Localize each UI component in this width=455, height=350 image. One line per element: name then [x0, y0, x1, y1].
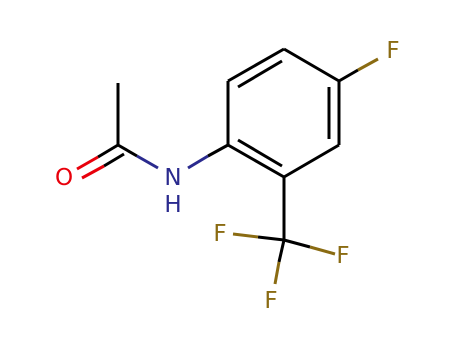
atom-label-fluorine-cf3-right: F — [336, 243, 349, 269]
bond-carbonyl-o-1 — [97, 143, 119, 159]
bond-c4-f-black — [338, 68, 359, 83]
atom-label-fluorine-cf3-bottom: F — [264, 288, 277, 314]
bond-n-ring-black — [207, 143, 229, 158]
bond-carbonyl-o-2 — [103, 152, 125, 168]
bond-ring-c2-c3 — [227, 47, 285, 83]
bond-ring-c5-c6 — [283, 143, 340, 179]
bond-ring-c3-c4 — [283, 47, 340, 83]
bond-ring-inner-3 — [237, 138, 283, 168]
bond-carbonyl-o-2-red — [81, 164, 105, 180]
atom-label-fluorine-ring: F — [386, 38, 399, 64]
atom-label-fluorine-cf3-left: F — [213, 221, 226, 247]
bond-ring-inner-1 — [237, 59, 283, 89]
atom-label-oxygen: O — [55, 165, 73, 191]
bond-cf3-f-right-black — [283, 238, 311, 249]
atom-label-nitrogen: N — [164, 165, 181, 191]
bond-cf3-f-left-black — [257, 235, 285, 242]
bond-cf3-f-bottom-black — [277, 239, 286, 263]
bond-c4-f-gold — [357, 57, 379, 72]
atom-label-hydrogen: H — [164, 192, 181, 218]
bond-carbonyl-n-black — [117, 143, 138, 158]
bond-carbonyl-n-blue — [136, 154, 159, 170]
bond-cf3-f-bottom-gold — [273, 261, 281, 285]
bond-cf3-f-right-gold — [309, 245, 336, 256]
bond-carbonyl-o-1-red — [76, 155, 99, 171]
bond-n-ring-blue — [187, 154, 209, 170]
bond-cf3-f-left-gold — [232, 232, 259, 239]
bond-ring-c6-c1 — [227, 143, 285, 179]
